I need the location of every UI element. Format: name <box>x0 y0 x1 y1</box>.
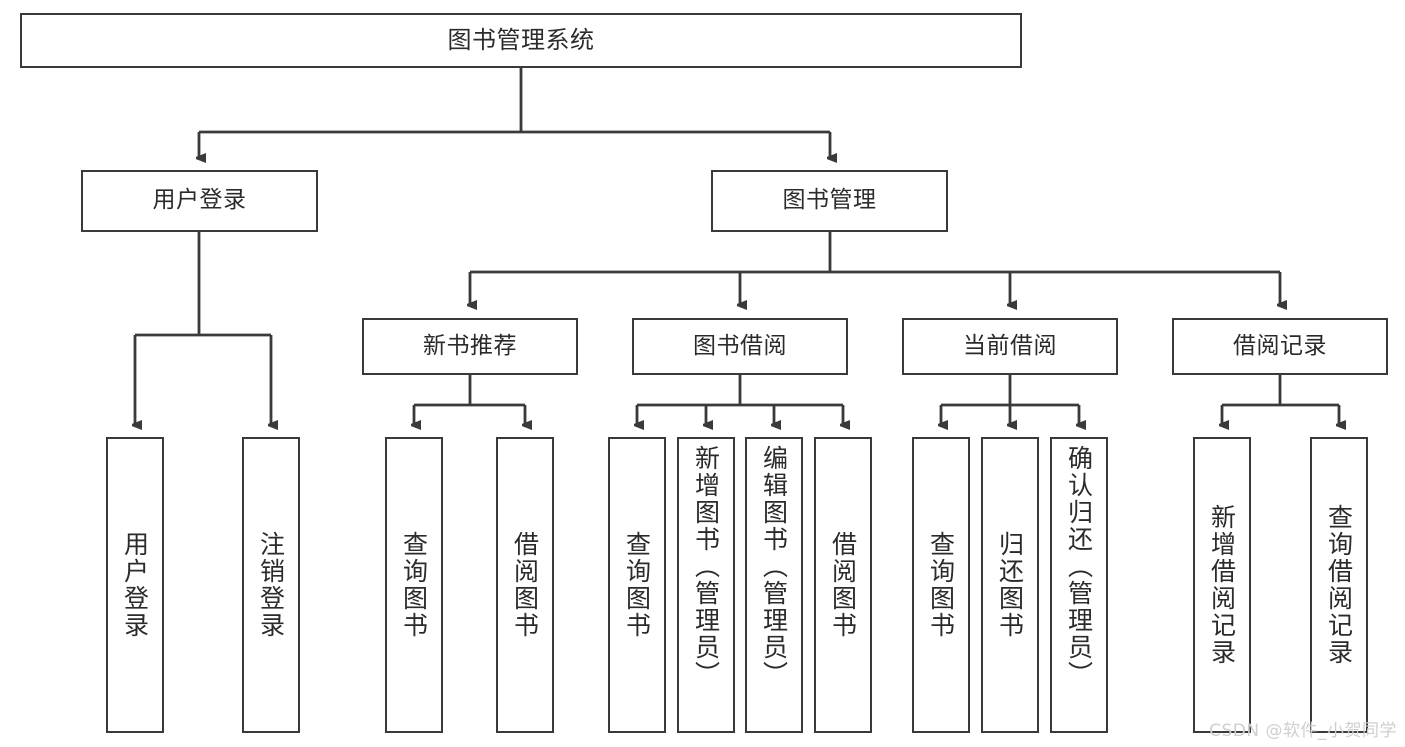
node-leaf-confirm-return-label: 确认归还（管理员） <box>1064 445 1094 688</box>
node-leaf-edit-book[interactable]: 编辑图书（管理员） <box>745 437 803 733</box>
node-leaf-query-book-1[interactable]: 查询图书 <box>385 437 443 733</box>
node-user-login-label: 用户登录 <box>152 187 247 214</box>
node-leaf-borrow-book-2[interactable]: 借阅图书 <box>814 437 872 733</box>
node-leaf-add-record-label: 新增借阅记录 <box>1207 504 1237 666</box>
node-root[interactable]: 图书管理系统 <box>20 13 1022 68</box>
node-new-book-rec-label: 新书推荐 <box>423 332 517 359</box>
node-leaf-query-record-label: 查询借阅记录 <box>1324 504 1354 666</box>
node-book-borrow[interactable]: 图书借阅 <box>632 318 848 375</box>
node-leaf-query-book-2-label: 查询图书 <box>622 531 652 639</box>
node-leaf-borrow-book-1-label: 借阅图书 <box>510 531 540 639</box>
node-leaf-add-book-label: 新增图书（管理员） <box>691 445 721 688</box>
node-leaf-query-book-1-label: 查询图书 <box>399 531 429 639</box>
node-user-login[interactable]: 用户登录 <box>81 170 318 232</box>
node-leaf-query-record[interactable]: 查询借阅记录 <box>1310 437 1368 733</box>
node-root-label: 图书管理系统 <box>447 26 595 55</box>
node-leaf-edit-book-label: 编辑图书（管理员） <box>759 445 789 688</box>
node-leaf-borrow-book-2-label: 借阅图书 <box>828 531 858 639</box>
node-leaf-add-book[interactable]: 新增图书（管理员） <box>677 437 735 733</box>
node-borrow-record-label: 借阅记录 <box>1233 332 1327 359</box>
node-leaf-query-book-3-label: 查询图书 <box>926 531 956 639</box>
node-leaf-user-login[interactable]: 用户登录 <box>106 437 164 733</box>
node-leaf-query-book-3[interactable]: 查询图书 <box>912 437 970 733</box>
node-leaf-user-logout-label: 注销登录 <box>256 531 286 639</box>
node-new-book-rec[interactable]: 新书推荐 <box>362 318 578 375</box>
node-borrow-record[interactable]: 借阅记录 <box>1172 318 1388 375</box>
node-book-manage[interactable]: 图书管理 <box>711 170 948 232</box>
node-leaf-user-login-label: 用户登录 <box>120 531 150 639</box>
node-current-borrow[interactable]: 当前借阅 <box>902 318 1118 375</box>
node-leaf-return-book[interactable]: 归还图书 <box>981 437 1039 733</box>
node-leaf-confirm-return[interactable]: 确认归还（管理员） <box>1050 437 1108 733</box>
node-leaf-user-logout[interactable]: 注销登录 <box>242 437 300 733</box>
node-book-borrow-label: 图书借阅 <box>693 332 787 359</box>
node-leaf-borrow-book-1[interactable]: 借阅图书 <box>496 437 554 733</box>
node-current-borrow-label: 当前借阅 <box>963 332 1057 359</box>
node-book-manage-label: 图书管理 <box>782 187 877 214</box>
node-leaf-query-book-2[interactable]: 查询图书 <box>608 437 666 733</box>
node-leaf-add-record[interactable]: 新增借阅记录 <box>1193 437 1251 733</box>
node-leaf-return-book-label: 归还图书 <box>995 531 1025 639</box>
